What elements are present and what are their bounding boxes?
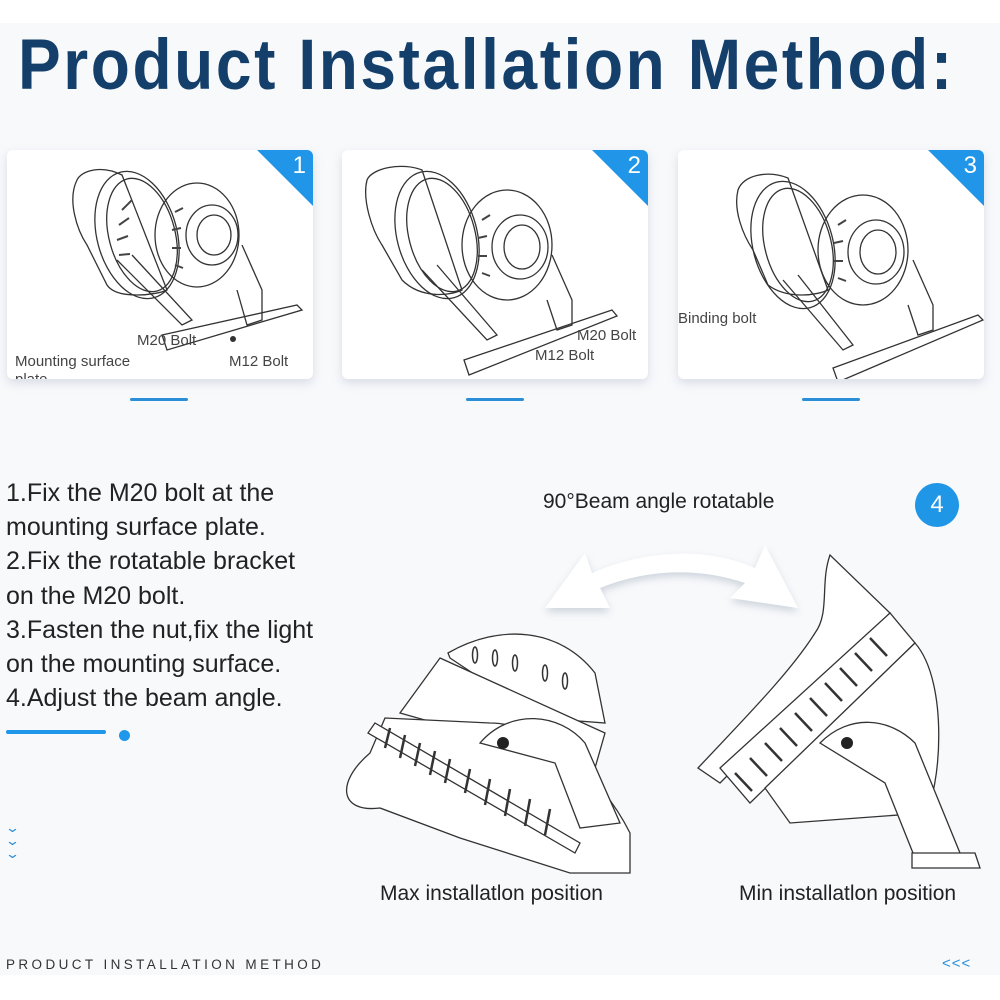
rotation-label: 90°Beam angle rotatable [543, 490, 775, 513]
card-3-underline [802, 398, 860, 401]
max-position-illustration [345, 633, 631, 874]
page-canvas: Product Installation Method: 1 M20 B [0, 23, 1000, 975]
footer-label: PRODUCT INSTALLATION METHOD [6, 957, 325, 972]
m20-bolt-label: M20 Bolt [137, 332, 197, 349]
step-card-1: 1 M20 Bolt Mounting surface plate M12 Bo… [7, 150, 313, 379]
page-title: Product Installation Method: [18, 24, 955, 105]
chevrons-down-icon: ⌄⌄⌄ [4, 820, 21, 861]
instruction-list: 1.Fix the M20 bolt at the mounting surfa… [6, 476, 313, 715]
m20-bolt-label: M20 Bolt [577, 327, 637, 344]
accent-bar [6, 730, 106, 734]
step-number: 3 [963, 152, 977, 179]
step-number-corner [592, 150, 648, 206]
min-position-illustration [697, 553, 981, 869]
step-card-2: 2 M20 Bolt M12 Bolt [342, 150, 648, 379]
instruction-line: 3.Fasten the nut,fix the light [6, 615, 314, 644]
instruction-line: mounting surface plate. [6, 513, 266, 542]
plate-label: plate [15, 371, 48, 379]
card-1-underline [130, 398, 188, 401]
rotation-arrow-icon [545, 545, 798, 608]
step-card-3: 3 Binding bolt [678, 150, 984, 379]
instruction-line: 1.Fix the M20 bolt at the [6, 479, 275, 507]
m12-bolt-label: M12 Bolt [229, 353, 289, 370]
instruction-line: on the M20 bolt. [6, 581, 186, 610]
instruction-line: 2.Fix the rotatable bracket [6, 547, 296, 576]
binding-bolt-label: Binding bolt [678, 310, 757, 327]
instruction-line: on the mounting surface. [6, 650, 282, 679]
step-4-badge: 4 [915, 483, 959, 527]
card-2-underline [466, 398, 524, 401]
m12-bolt-label: M12 Bolt [535, 347, 595, 364]
fixture-illustration [736, 173, 984, 379]
step-number: 2 [627, 152, 641, 179]
step-number-corner [257, 150, 313, 206]
back-chevrons-icon[interactable]: <<< [942, 955, 972, 972]
min-position-label: Min installatlon position [739, 882, 957, 905]
step-number: 1 [292, 152, 306, 179]
instruction-line: 4.Adjust the beam angle. [6, 684, 283, 713]
step-number-corner [928, 150, 984, 206]
max-position-label: Max installatlon position [380, 882, 603, 905]
mounting-surface-label: Mounting surface [15, 353, 131, 370]
fixture-illustration [72, 168, 304, 351]
accent-dot [119, 730, 130, 741]
fixture-illustration [365, 165, 619, 376]
